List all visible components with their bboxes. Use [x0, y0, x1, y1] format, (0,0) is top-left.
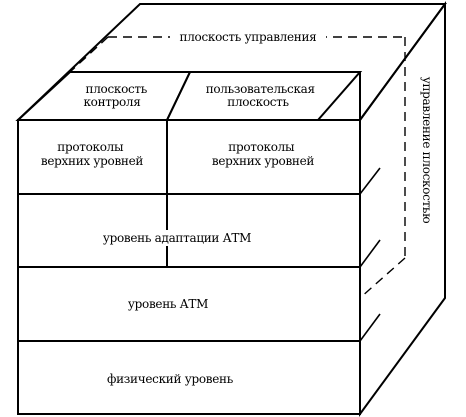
user-plane-label-line2: плоскость — [227, 95, 289, 109]
aal-layer-label: уровень адаптации АТМ — [103, 231, 251, 245]
atm-layer-label: уровень АТМ — [128, 297, 208, 311]
user-plane-label-line1: пользовательская — [206, 82, 315, 96]
control-plane-label-mask — [170, 29, 326, 45]
control-plane-diag-dash — [359, 257, 406, 299]
cube-frame — [15, 0, 447, 417]
upper-protocols-left-line2: верхних уровней — [41, 154, 144, 168]
front-layer-dividers — [18, 120, 360, 342]
physical-layer-label: физический уровень — [107, 372, 234, 386]
user-plane-label: пользовательская плоскость — [206, 82, 319, 109]
top-plane-blocks — [15, 71, 363, 121]
upper-protocols-right-line1: протоколы — [228, 140, 295, 154]
upper-protocols-right-label: протоколы верхних уровней — [212, 140, 315, 168]
right-face-layer-2 — [359, 239, 381, 268]
upper-protocols-left-label: протоколы верхних уровней — [41, 140, 144, 168]
aal-label-mask — [82, 230, 272, 246]
upper-protocols-right-line2: верхних уровней — [212, 154, 315, 168]
control-plane-left-dash — [69, 36, 109, 73]
right-face-layer-3 — [359, 313, 381, 342]
control-plane-label: плоскость управления — [180, 30, 317, 44]
control-plane-outline — [69, 36, 406, 299]
upper-protocols-left-line1: протоколы — [57, 140, 124, 154]
right-face-layer-1 — [359, 167, 381, 195]
management-plane-label: плоскость контроля — [83, 82, 150, 109]
management-plane-label-line1: плоскость — [86, 82, 148, 96]
management-plane-label-line2: контроля — [83, 95, 140, 109]
right-face-lines — [359, 120, 381, 414]
plane-management-label: управление плоскостью — [420, 77, 434, 224]
